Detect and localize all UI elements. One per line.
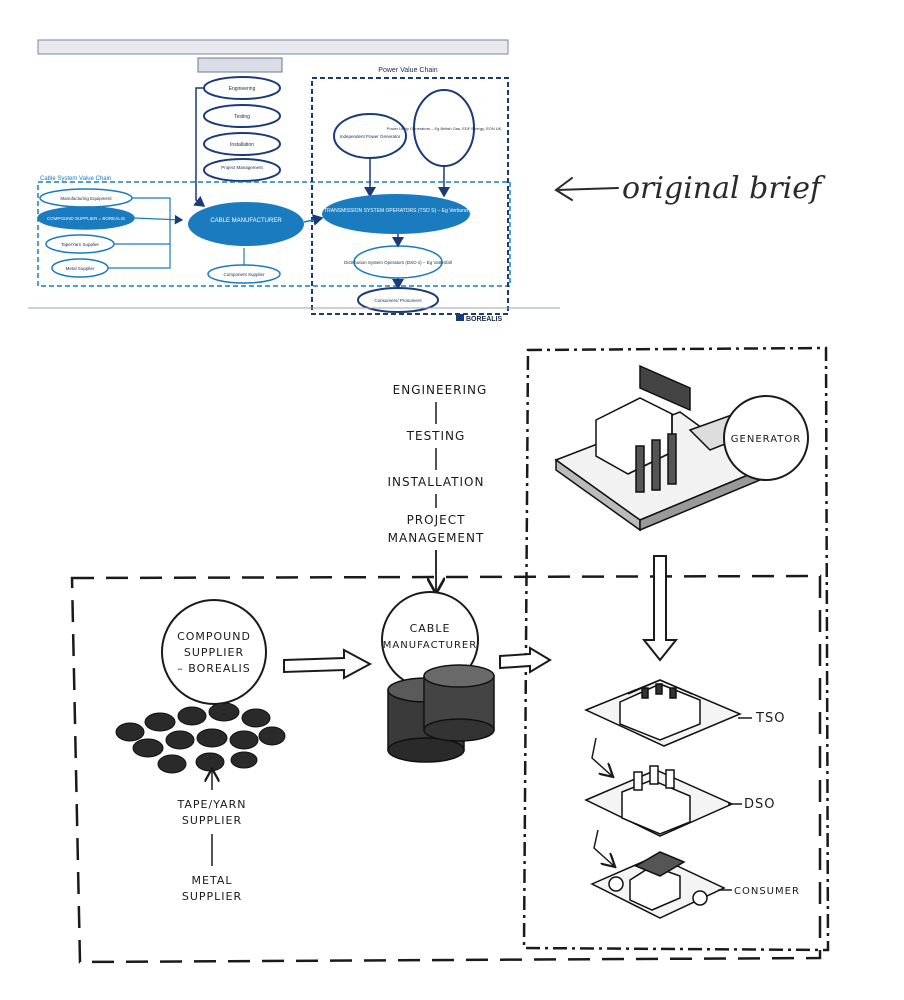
cable-drums-icon bbox=[387, 664, 495, 763]
annotation: original brief bbox=[554, 171, 826, 206]
sketch-cable-chain-box bbox=[70, 574, 822, 964]
sketch-generator-circle bbox=[723, 395, 809, 481]
sketch-tape-label: SUPPLIER bbox=[182, 814, 242, 827]
brief-tso-node bbox=[322, 194, 470, 234]
brief-ipp-label: Independent Power Generator bbox=[340, 134, 401, 139]
sketch-service-engineering: ENGINEERING bbox=[393, 383, 488, 397]
original-brief-diagram: Engineering Testing Installation Project… bbox=[28, 39, 560, 323]
borealis-logo-mark bbox=[456, 314, 464, 321]
sketch-hollow-arrow bbox=[283, 648, 373, 680]
dso-substation-icon bbox=[584, 765, 734, 837]
sketch-diagonal-arrow bbox=[593, 829, 614, 866]
brief-service-label: Project Management bbox=[221, 165, 263, 170]
brief-utility-label: Power Utility Generators – Eg British Ga… bbox=[387, 126, 502, 131]
borealis-logo: BOREALIS bbox=[466, 316, 503, 323]
brief-power-chain-box bbox=[311, 77, 509, 315]
sketch-consumer-label: CONSUMER bbox=[734, 886, 800, 897]
brief-dso-label: Distribution System Operators (DSO s) – … bbox=[344, 260, 452, 265]
sketch-compound-label: SUPPLIER bbox=[184, 646, 244, 659]
compound-pellets-icon bbox=[115, 702, 286, 774]
brief-cable-chain-box bbox=[37, 181, 511, 287]
sketch-compound-circle bbox=[161, 599, 267, 705]
sketch-service-management: MANAGEMENT bbox=[388, 531, 485, 545]
sketch-diagonal-arrow bbox=[591, 737, 612, 776]
brief-connector bbox=[193, 87, 206, 207]
brief-left-label: Metal Supplier bbox=[66, 266, 95, 271]
brief-connector bbox=[303, 214, 324, 226]
brief-service-node bbox=[203, 132, 281, 156]
brief-tso-label: TRANSMISSION SYSTEM OPERATORS (TSO S) – … bbox=[324, 208, 468, 214]
sketch-service-installation: INSTALLATION bbox=[388, 475, 485, 489]
brief-left-label: COMPOUND SUPPLIER = BOREALIS bbox=[47, 216, 125, 221]
brief-cable-manufacturer-node bbox=[188, 202, 304, 246]
brief-left-label: Manufacturing Equipment bbox=[60, 196, 112, 201]
sketch-down-arrow bbox=[641, 555, 679, 662]
sketch-diagram: ENGINEERING TESTING INSTALLATION PROJECT… bbox=[70, 346, 830, 964]
sketch-metal-label: METAL bbox=[192, 874, 233, 887]
sketch-tso-label: TSO bbox=[755, 711, 785, 726]
sketch-dso-label: DSO bbox=[744, 797, 776, 812]
brief-services-header bbox=[197, 57, 283, 73]
brief-connector bbox=[133, 214, 184, 225]
sketch-metal-label: SUPPLIER bbox=[182, 890, 242, 903]
brief-component-label: Component Supplier bbox=[223, 272, 265, 277]
sketch-cable-label: CABLE bbox=[410, 622, 451, 635]
brief-service-label: Installation bbox=[230, 142, 254, 148]
brief-header-bar bbox=[37, 39, 509, 55]
sketch-cable-label: MANUFACTURER bbox=[383, 640, 477, 651]
annotation-text: original brief bbox=[622, 171, 826, 206]
brief-cable-chain-title: Cable System Value Chain bbox=[40, 176, 111, 182]
sketch-compound-label: COMPOUND bbox=[177, 630, 251, 643]
consumer-houses-icon bbox=[590, 851, 726, 919]
sketch-compound-label: – BOREALIS bbox=[177, 662, 250, 675]
sketch-service-testing: TESTING bbox=[406, 429, 466, 443]
sketch-hollow-arrow bbox=[499, 646, 552, 674]
brief-cable-manufacturer-label: CABLE MANUFACTURER bbox=[210, 218, 282, 224]
brief-service-node bbox=[203, 158, 281, 182]
sketch-generator-label: GENERATOR bbox=[731, 434, 801, 445]
sketch-power-chain-box bbox=[522, 346, 830, 952]
brief-consumers-label: Consumers/ Prosumers bbox=[374, 298, 422, 303]
annotation-arrow bbox=[554, 177, 619, 201]
brief-service-node bbox=[203, 104, 281, 128]
brief-left-label: Tape/Yarn Supplier bbox=[61, 242, 99, 247]
brief-service-label: Testing bbox=[234, 114, 250, 120]
brief-power-chain-title: Power Value Chain bbox=[378, 67, 438, 74]
sketch-tape-label: TAPE/YARN bbox=[177, 798, 247, 811]
sketch-service-project: PROJECT bbox=[407, 513, 466, 527]
brief-connector bbox=[108, 197, 171, 269]
tso-substation-icon bbox=[584, 679, 742, 747]
brief-service-label: Engineering bbox=[229, 86, 256, 92]
